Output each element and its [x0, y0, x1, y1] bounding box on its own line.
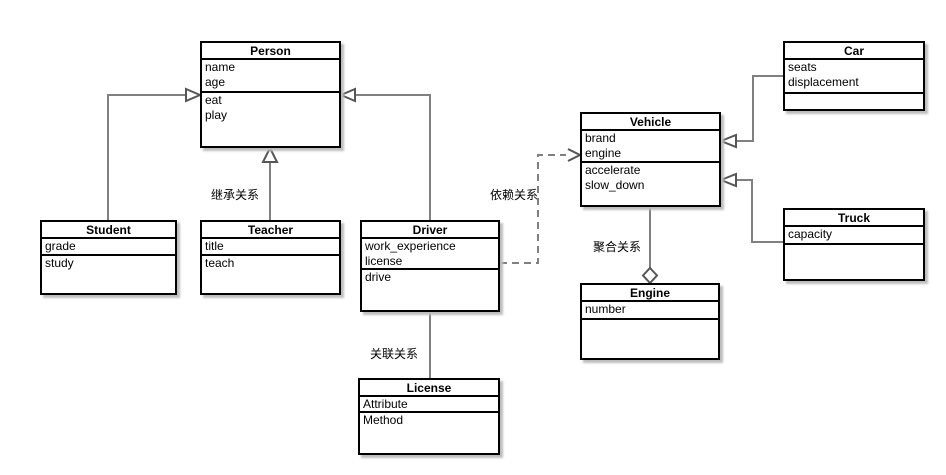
class-truck-methods	[785, 245, 923, 279]
label-association-relation: 关联关系	[369, 347, 419, 361]
edge-student-person-inheritance	[107, 87, 203, 220]
method: eat	[205, 93, 222, 107]
attribute: license	[365, 254, 403, 268]
class-student-methods: study	[42, 256, 175, 293]
attribute: engine	[585, 146, 622, 160]
edge-car-vehicle-inheritance	[718, 75, 783, 149]
class-person: Person name age eat play	[200, 41, 341, 148]
class-driver-methods: drive	[362, 270, 498, 310]
class-engine-title: Engine	[582, 285, 718, 302]
class-driver-title: Driver	[362, 222, 498, 239]
class-license-attributes: Attribute	[360, 397, 498, 413]
class-teacher-title: Teacher	[202, 222, 339, 239]
edge-truck-vehicle-inheritance	[718, 172, 783, 243]
class-vehicle-attributes: brand engine	[582, 131, 719, 163]
method: study	[45, 256, 74, 270]
class-teacher: Teacher title teach	[200, 220, 341, 295]
method: Method	[363, 413, 404, 427]
edge-driver-vehicle-dependency	[500, 148, 583, 264]
edge-teacher-person-inheritance	[261, 145, 279, 220]
attribute: title	[205, 239, 224, 253]
class-truck-title: Truck	[785, 210, 923, 227]
attribute: grade	[45, 239, 76, 253]
class-engine-attributes: number	[582, 302, 718, 320]
class-student-attributes: grade	[42, 239, 175, 256]
label-aggregation-relation: 聚合关系	[592, 240, 642, 254]
class-license: License Attribute Method	[358, 378, 500, 455]
class-teacher-methods: teach	[202, 256, 339, 293]
attribute: name	[205, 60, 236, 74]
attribute: work_experience	[365, 239, 456, 253]
class-engine-methods	[582, 320, 718, 358]
attribute: age	[205, 75, 226, 89]
class-driver: Driver work_experience license drive	[360, 220, 500, 312]
edge-vehicle-engine-aggregation	[641, 207, 659, 285]
attribute: Attribute	[363, 397, 408, 411]
class-car-methods	[785, 94, 923, 109]
class-vehicle-methods: accelerate slow_down	[582, 163, 719, 205]
class-truck-attributes: capacity	[785, 227, 923, 245]
class-person-title: Person	[202, 43, 339, 60]
attribute: displacement	[788, 75, 859, 89]
class-student: Student grade study	[40, 220, 177, 295]
attribute: number	[585, 302, 626, 316]
class-person-attributes: name age	[202, 60, 339, 93]
attribute: capacity	[788, 227, 833, 241]
edge-driver-person-inheritance	[338, 87, 431, 220]
class-vehicle: Vehicle brand engine accelerate slow_dow…	[580, 112, 721, 207]
attribute: seats	[788, 60, 817, 74]
attribute: brand	[585, 131, 616, 145]
class-car-title: Car	[785, 43, 923, 60]
class-person-methods: eat play	[202, 93, 339, 146]
class-student-title: Student	[42, 222, 175, 239]
method: drive	[365, 270, 392, 284]
method: teach	[205, 256, 235, 270]
label-inheritance-relation: 继承关系	[210, 188, 260, 202]
class-car: Car seats displacement	[783, 41, 925, 111]
method: accelerate	[585, 163, 641, 177]
method: slow_down	[585, 178, 645, 192]
label-dependency-relation: 依赖关系	[489, 188, 539, 202]
method: play	[205, 108, 228, 122]
class-car-attributes: seats displacement	[785, 60, 923, 94]
class-teacher-attributes: title	[202, 239, 339, 256]
class-vehicle-title: Vehicle	[582, 114, 719, 131]
class-truck: Truck capacity	[783, 208, 925, 281]
class-license-title: License	[360, 380, 498, 397]
class-engine: Engine number	[580, 283, 720, 360]
class-license-methods: Method	[360, 413, 498, 453]
class-driver-attributes: work_experience license	[362, 239, 498, 270]
